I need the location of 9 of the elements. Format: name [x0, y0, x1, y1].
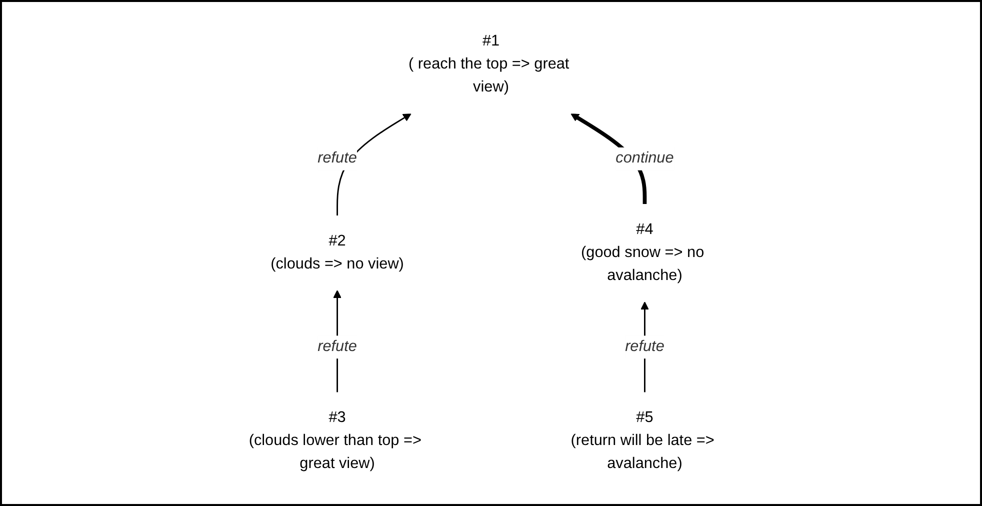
edge-label: continue	[616, 150, 674, 167]
edge-label: refute	[625, 338, 664, 355]
node-text: #3 (clouds lower than top => great view)	[248, 410, 422, 472]
edge-label: refute	[318, 150, 357, 167]
node-text: #5 (return will be late => avalanche)	[570, 410, 714, 472]
node-text: #2 (clouds => no view)	[270, 232, 404, 272]
node-text: #1 ( reach the top => great view)	[408, 32, 570, 96]
edge-label: refute	[318, 338, 357, 355]
node-text: #4 (good snow => no avalanche)	[581, 221, 704, 284]
